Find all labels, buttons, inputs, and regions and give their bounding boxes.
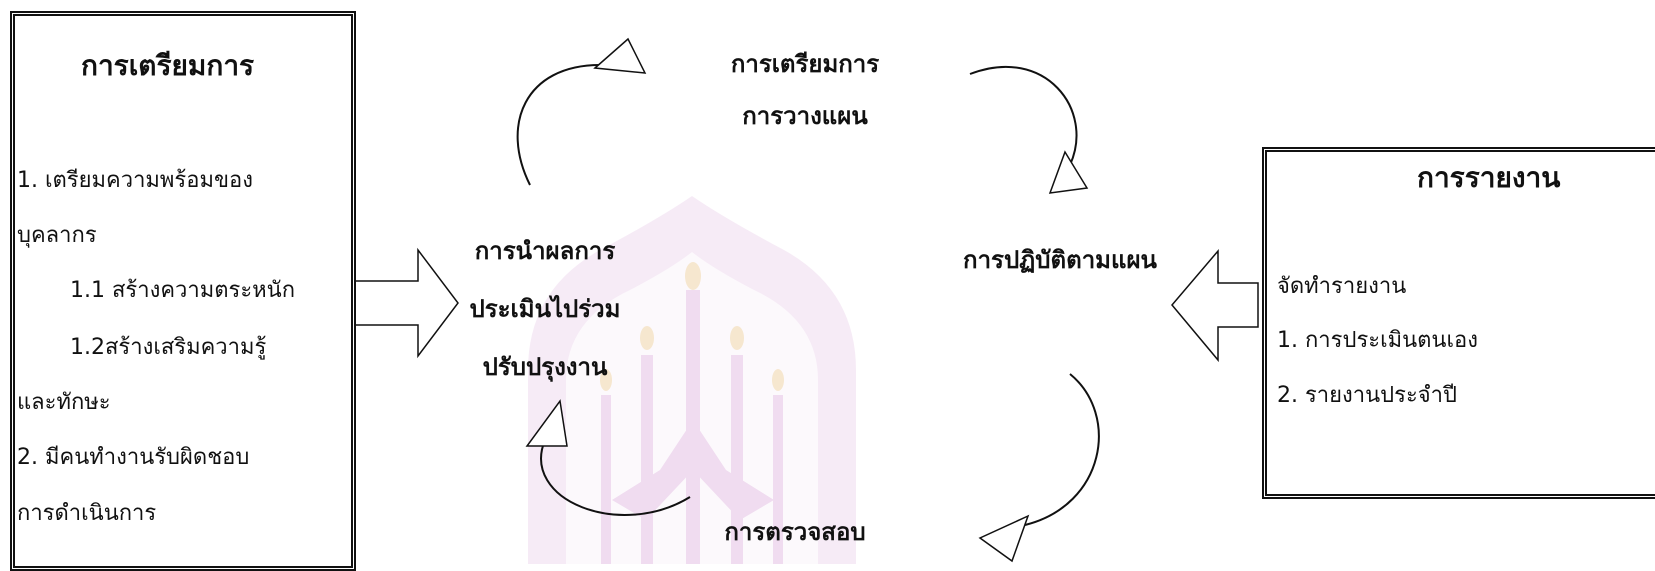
preparation-box-title: การเตรียมการ xyxy=(81,49,255,82)
node-left: การนำผลการ ประเมินไปร่วม ปรับปรุงงาน xyxy=(440,222,650,396)
preparation-line-7: การดำเนินการ xyxy=(17,501,157,526)
curved-arrow-top-left xyxy=(516,37,647,186)
reporting-line-3: 2. รายงานประจำปี xyxy=(1277,383,1457,408)
reporting-box-title: การรายงาน xyxy=(1417,161,1561,194)
node-left-line-2: ประเมินไปร่วม xyxy=(469,295,621,323)
left-block-arrow xyxy=(1171,248,1259,363)
node-left-line-3: ปรับปรุงงาน xyxy=(482,353,608,381)
node-left-line-1: การนำผลการ xyxy=(474,237,616,265)
reporting-box: การรายงาน จัดทำรายงาน 1. การประเมินตนเอง… xyxy=(1262,147,1655,499)
preparation-box: การเตรียมการ 1. เตรียมความพร้อมของ บุคลา… xyxy=(10,11,356,571)
reporting-line-1: จัดทำรายงาน xyxy=(1277,274,1407,299)
right-block-arrow xyxy=(354,247,459,359)
node-bottom: การตรวจสอบ xyxy=(724,518,866,546)
preparation-line-2: บุคลากร xyxy=(17,223,97,248)
reporting-line-2: 1. การประเมินตนเอง xyxy=(1277,328,1478,353)
preparation-line-4: 1.2สร้างเสริมความรู้ xyxy=(70,335,267,360)
node-top-line-2: การวางแผน xyxy=(742,102,868,130)
curved-arrow-bottom-right xyxy=(978,373,1100,563)
preparation-line-1: 1. เตรียมความพร้อมของ xyxy=(17,168,253,193)
curved-arrow-top-right xyxy=(969,66,1089,194)
preparation-line-5: และทักษะ xyxy=(17,390,111,415)
preparation-line-3: 1.1 สร้างความตระหนัก xyxy=(70,278,296,303)
node-right: การปฏิบัติตามแผน xyxy=(963,246,1157,274)
preparation-line-6: 2. มีคนทำงานรับผิดชอบ xyxy=(17,445,250,470)
curved-arrow-bottom-left xyxy=(525,399,691,516)
node-top-line-1: การเตรียมการ xyxy=(730,50,880,78)
node-top: การเตรียมการ การวางแผน xyxy=(690,38,920,142)
